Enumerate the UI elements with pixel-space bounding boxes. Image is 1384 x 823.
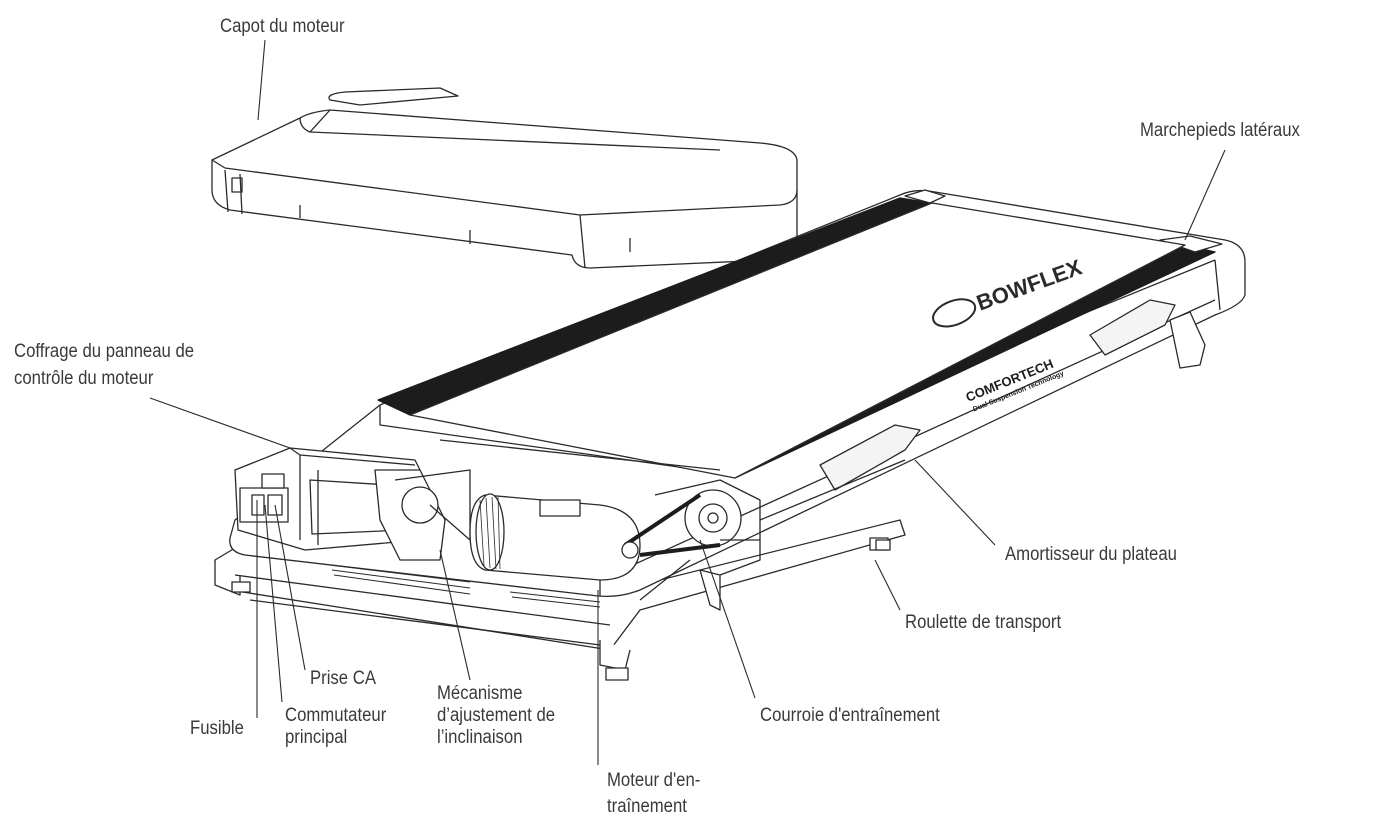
leader-mecanisme xyxy=(439,549,471,681)
leader-amortisseur xyxy=(914,459,996,546)
label-fusible: Fusible xyxy=(190,718,244,739)
leader-courroie xyxy=(699,539,756,699)
label-prise-ca: Prise CA xyxy=(310,668,376,689)
leader-capot xyxy=(257,39,266,121)
leader-commutateur xyxy=(264,504,283,703)
leader-prise xyxy=(274,504,306,671)
label-marchepieds-lateraux: Marchepieds latéraux xyxy=(1140,120,1300,141)
label-courroie-entrainement: Courroie d'entraînement xyxy=(760,705,940,726)
transport-wheel xyxy=(699,539,891,611)
label-moteur-entrainement: Moteur d'en- traînement xyxy=(607,770,701,817)
label-amortisseur-plateau: Amortisseur du plateau xyxy=(1005,544,1177,565)
label-commutateur-principal: Commutateur principal xyxy=(285,705,387,748)
deck-surface xyxy=(409,202,1186,479)
leader-coffrage xyxy=(149,397,291,449)
leader-marchepieds xyxy=(1184,149,1226,241)
leader-roulette xyxy=(874,559,901,611)
leader-lines xyxy=(149,39,1226,765)
label-coffrage-panneau: Coffrage du panneau de contrôle du moteu… xyxy=(14,341,195,389)
motor-hood xyxy=(211,87,798,269)
label-mecanisme-inclinaison: Mécanisme d’ajustement de l’inclinaison xyxy=(437,683,556,748)
motor-compartment xyxy=(234,447,906,601)
label-roulette-transport: Roulette de transport xyxy=(905,612,1062,633)
label-capot-du-moteur: Capot du moteur xyxy=(220,16,345,37)
